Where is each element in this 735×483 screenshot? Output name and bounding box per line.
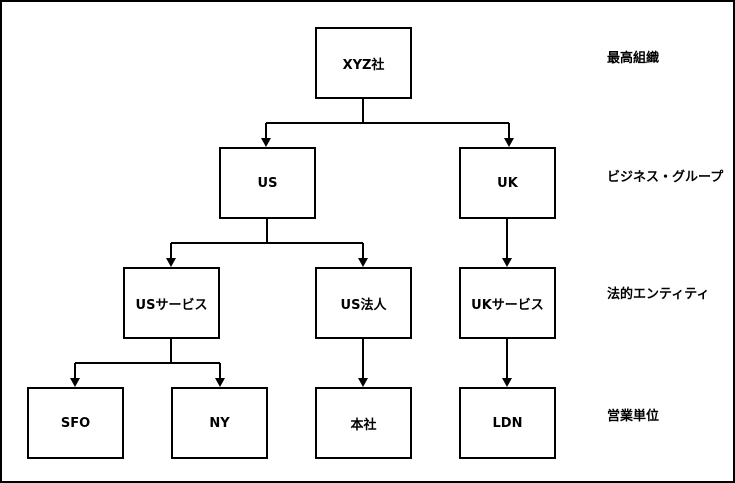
node-uk-label: UK [497, 175, 518, 191]
arrowhead-us [261, 138, 271, 147]
arrowhead-honsha [358, 378, 368, 387]
node-uk-services: UKサービス [459, 267, 556, 339]
arrowhead-uk [504, 138, 514, 147]
node-us-label: US [257, 175, 278, 191]
node-sfo-label: SFO [60, 415, 91, 431]
level-label-business-group: ビジネス・グループ [607, 170, 724, 185]
edge-xyz-stem [265, 99, 510, 139]
arrowhead-ny [215, 378, 225, 387]
arrowhead-us-corp [358, 258, 368, 267]
node-xyz-company: XYZ社 [315, 27, 412, 99]
node-us-services: USサービス [123, 267, 220, 339]
node-uk-services-label: UKサービス [471, 297, 544, 313]
level-label-legal-entity: 法的エンティティ [607, 287, 710, 302]
node-headquarters: 本社 [315, 387, 412, 459]
node-us-corporation: US法人 [315, 267, 412, 339]
node-sfo: SFO [27, 387, 124, 459]
node-ldn: LDN [459, 387, 556, 459]
node-ny: NY [171, 387, 268, 459]
node-us-corporation-label: US法人 [340, 297, 387, 313]
edge-us-stem [170, 219, 364, 259]
level-label-operating-unit: 営業単位 [607, 409, 660, 424]
node-uk: UK [459, 147, 556, 219]
node-us: US [219, 147, 316, 219]
arrowhead-us-services [166, 258, 176, 267]
node-headquarters-label: 本社 [350, 417, 377, 433]
arrowhead-uk-services [502, 258, 512, 267]
level-label-top-organization: 最高組織 [607, 51, 660, 66]
edge-us-services-stem [74, 339, 221, 379]
arrowhead-ldn [502, 378, 512, 387]
node-ny-label: NY [209, 415, 230, 431]
node-us-services-label: USサービス [135, 297, 208, 313]
arrowhead-sfo [70, 378, 80, 387]
node-xyz-company-label: XYZ社 [342, 57, 385, 73]
node-ldn-label: LDN [492, 415, 523, 431]
